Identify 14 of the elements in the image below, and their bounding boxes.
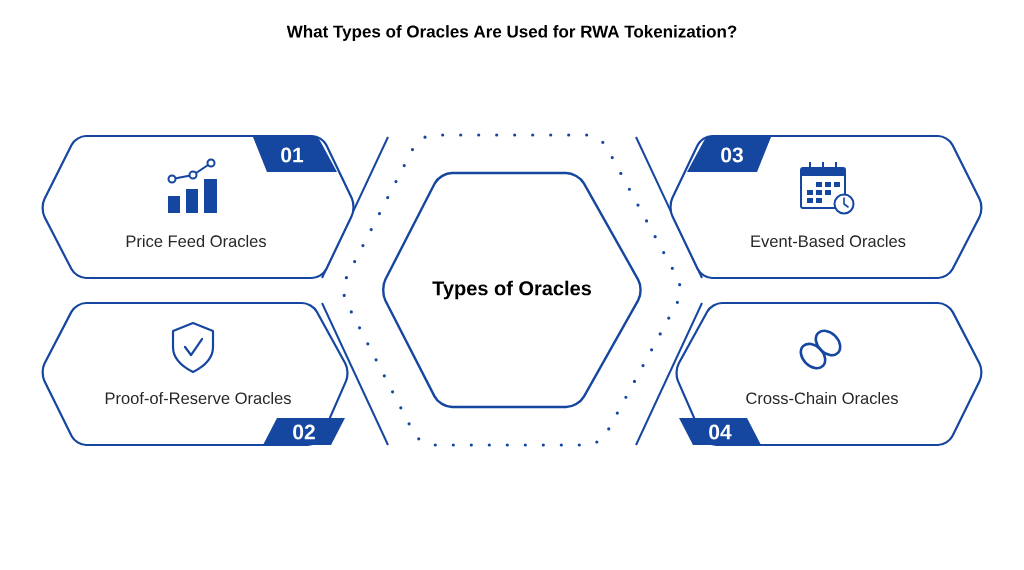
number-badge: 03 — [687, 137, 771, 172]
hexagon-card — [41, 134, 355, 280]
hexagon-card — [41, 301, 349, 447]
hexagon-card — [675, 301, 983, 447]
hexagon-card — [669, 134, 983, 280]
number-badge: 02 — [263, 418, 345, 445]
card-label: Price Feed Oracles — [126, 234, 266, 248]
number-badge: 04 — [679, 418, 761, 445]
center-hexagon: Types of Oracles — [382, 171, 642, 409]
title: What Types of Oracles Are Used for RWA Tokenization? — [286, 25, 737, 41]
card-label: Cross-Chain Oracles — [746, 391, 898, 405]
card-label: Proof-of-Reserve Oracles — [105, 391, 291, 405]
number-badge: 01 — [253, 137, 337, 172]
card-label: Event-Based Oracles — [751, 234, 906, 248]
